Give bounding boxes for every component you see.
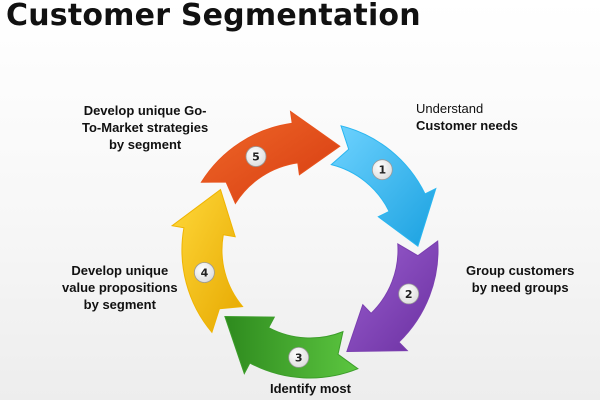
step-1-badge [371,159,393,181]
step-2-label: Group customers by need groups [466,262,574,296]
step-5-line2: To-Market strategies [82,120,209,135]
page-title: Customer Segmentation [6,0,421,33]
step-1-number: 1 [378,164,386,177]
cycle-arrow-4 [170,188,244,334]
step-3-badge [288,346,310,368]
step-5-badge [245,146,267,167]
step-5-label: Develop unique Go- To-Market strategies … [82,102,208,153]
step-2-line2: by need groups [471,280,569,295]
cycle-arrow-2 [346,240,439,353]
step-5-line1: Develop unique Go- [83,103,207,118]
step-4-label: Develop unique value propositions by seg… [62,262,178,313]
step-1-line1: Understand [416,101,484,116]
cycle-arrow-3 [224,315,359,379]
cycle-arrow-1 [330,125,437,248]
step-3-label: Identify most [270,380,351,397]
step-3-line1: Identify most [270,381,351,396]
step-3-number: 3 [295,351,303,364]
step-2-badge [398,283,420,305]
step-4-line2: value propositions [62,280,178,295]
step-4-badge [193,262,215,283]
step-1-label: Understand Customer needs [416,100,518,134]
step-4-line3: by segment [83,297,156,312]
step-4-number: 4 [201,267,209,280]
step-5-line3: by segment [108,137,182,152]
step-4-line1: Develop unique [71,263,169,278]
step-2-number: 2 [405,288,413,301]
step-1-line2: Customer needs [416,118,518,133]
step-2-line1: Group customers [466,263,575,278]
cycle-arrow-5 [200,110,341,205]
step-5-number: 5 [252,151,260,164]
